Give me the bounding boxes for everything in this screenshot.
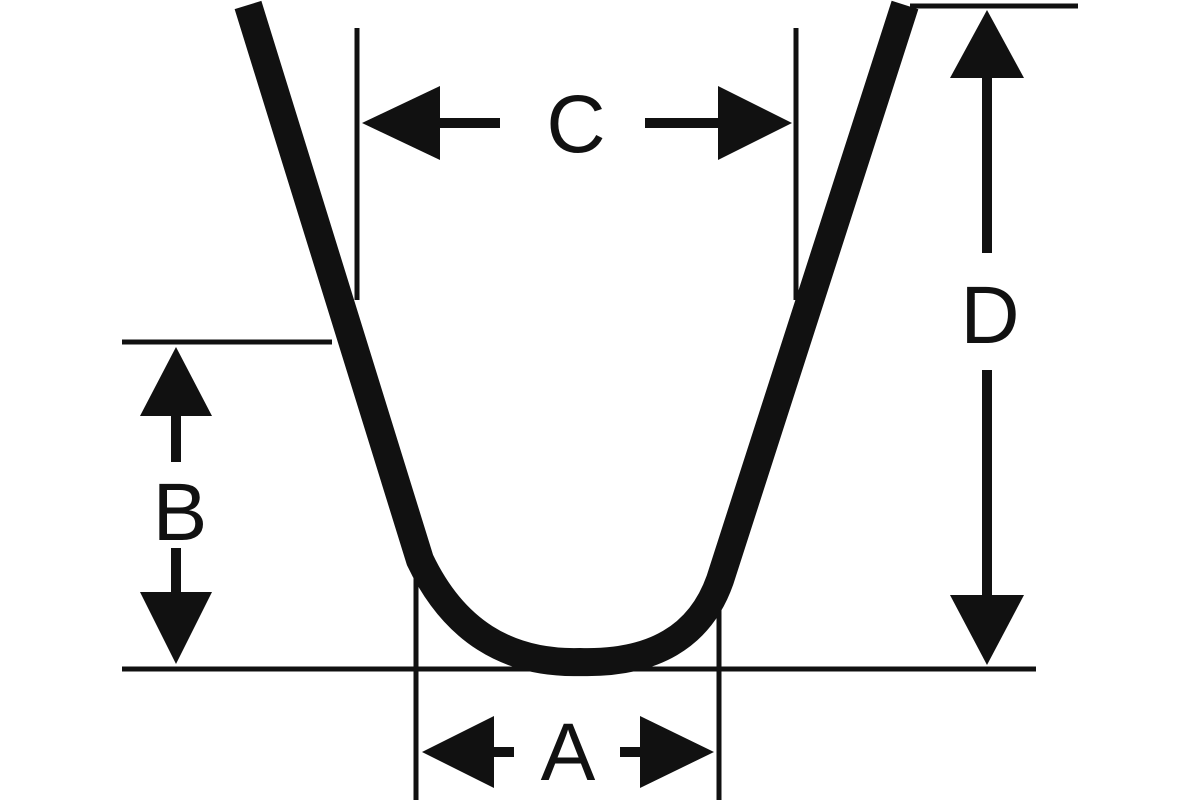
a-arrowhead-left xyxy=(422,716,494,788)
dimension-label-b: B xyxy=(153,467,208,558)
b-arrowhead-bottom xyxy=(140,592,212,664)
a-arrowhead-right xyxy=(640,716,714,788)
dimension-label-a: A xyxy=(541,707,596,798)
dimension-label-d: D xyxy=(960,270,1019,361)
b-arrowhead-top xyxy=(140,347,212,416)
c-arrowhead-right xyxy=(718,86,792,160)
c-arrowhead-left xyxy=(362,86,440,160)
d-arrowhead-top xyxy=(950,10,1024,78)
d-arrowhead-bottom xyxy=(950,595,1024,665)
dimension-label-c: C xyxy=(546,79,605,170)
belt-profile-outline xyxy=(234,0,919,677)
